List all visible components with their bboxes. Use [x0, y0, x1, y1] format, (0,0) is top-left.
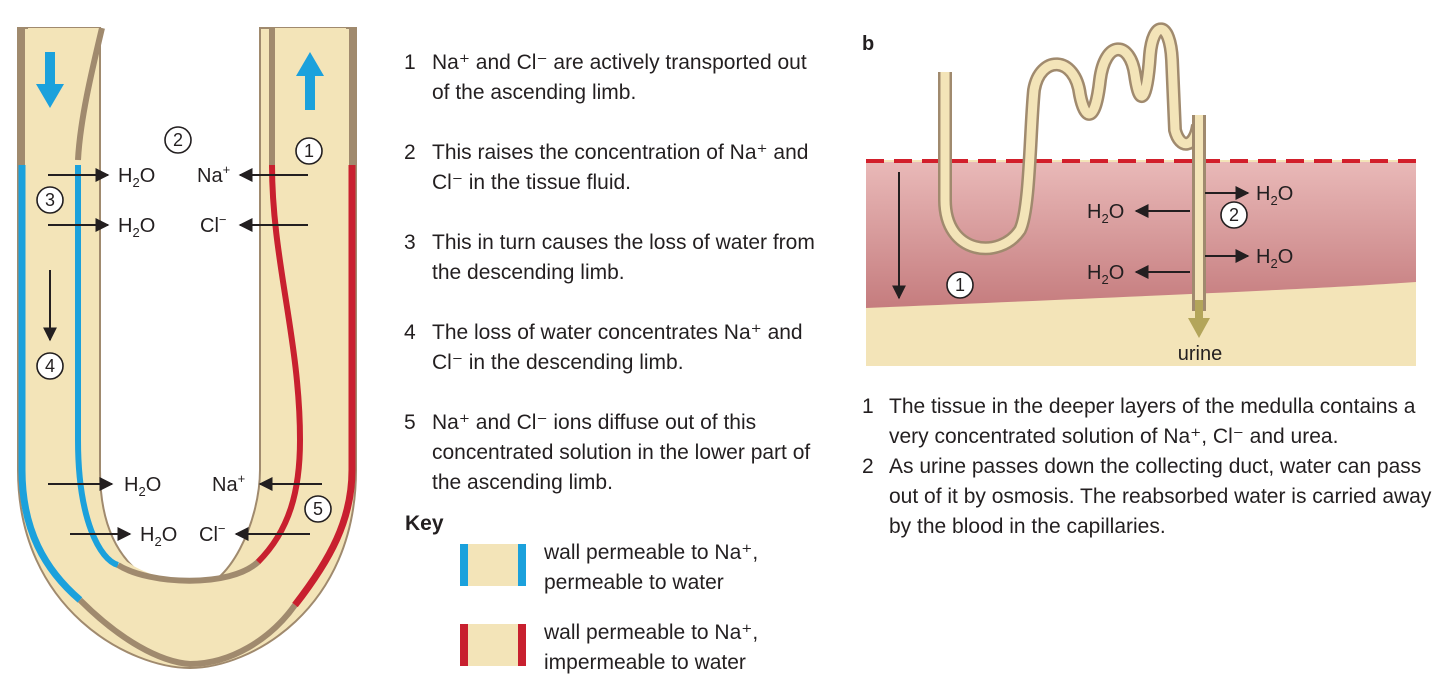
marker-2: 2	[164, 126, 192, 154]
step-markers: 1 2 3 4 5	[36, 126, 332, 523]
svg-text:4: 4	[45, 356, 55, 376]
svg-text:5: 5	[313, 499, 323, 519]
exchange-arrows	[43, 168, 322, 541]
key-title: Key	[405, 512, 444, 535]
outer-bottom-wall	[77, 597, 298, 668]
key-swatch-red	[460, 624, 526, 666]
key-item-permeable: wall permeable to Na⁺, permeable to wate…	[460, 538, 758, 598]
b-h2o-1: H2O	[1256, 183, 1293, 208]
cl-label-1: Cl−	[200, 212, 226, 237]
marker-4: 4	[36, 352, 64, 380]
urine-label: urine	[1178, 343, 1222, 365]
b-marker-1: 1	[946, 271, 974, 299]
key-item-impermeable: wall permeable to Na⁺, impermeable to wa…	[460, 618, 758, 678]
flow-up-arrow	[296, 52, 324, 110]
key-swatch-blue	[460, 544, 526, 586]
descending-permeable-wall	[75, 165, 120, 568]
svg-text:2: 2	[1229, 205, 1239, 225]
h2o-label-4: H2O	[140, 524, 177, 549]
svg-text:2: 2	[173, 130, 183, 150]
outer-right-impermeable-wall	[292, 165, 356, 608]
svg-text:3: 3	[45, 190, 55, 210]
marker-3: 3	[36, 186, 64, 214]
loop-of-henle	[17, 27, 357, 670]
h2o-label-1: H2O	[118, 165, 155, 190]
marker-1: 1	[295, 137, 323, 165]
na-label-2: Na+	[212, 471, 245, 496]
marker-5: 5	[304, 495, 332, 523]
svg-text:1: 1	[304, 141, 314, 161]
flow-down-arrow	[36, 52, 64, 108]
b-marker-2: 2	[1220, 201, 1248, 229]
loop-bottom-inner-wall	[116, 559, 261, 584]
h2o-label-3: H2O	[124, 474, 161, 499]
molecule-labels: H2O H2O H2O H2O Na+ Cl− Na+ Cl−	[118, 162, 245, 549]
medulla-diagram: H2O H2O H2O H2O 1 2 urine	[866, 22, 1416, 366]
outer-left-permeable-wall	[18, 165, 83, 603]
medulla-tissue	[866, 162, 1416, 308]
na-label-1: Na+	[197, 162, 230, 187]
descending-inner-wall	[75, 27, 105, 161]
h2o-label-2: H2O	[118, 215, 155, 240]
cl-label-2: Cl−	[199, 521, 225, 546]
svg-text:1: 1	[955, 275, 965, 295]
panel-b-label: b	[862, 33, 875, 55]
urine-arrow	[1188, 318, 1210, 338]
ascending-impermeable-wall	[255, 164, 304, 565]
